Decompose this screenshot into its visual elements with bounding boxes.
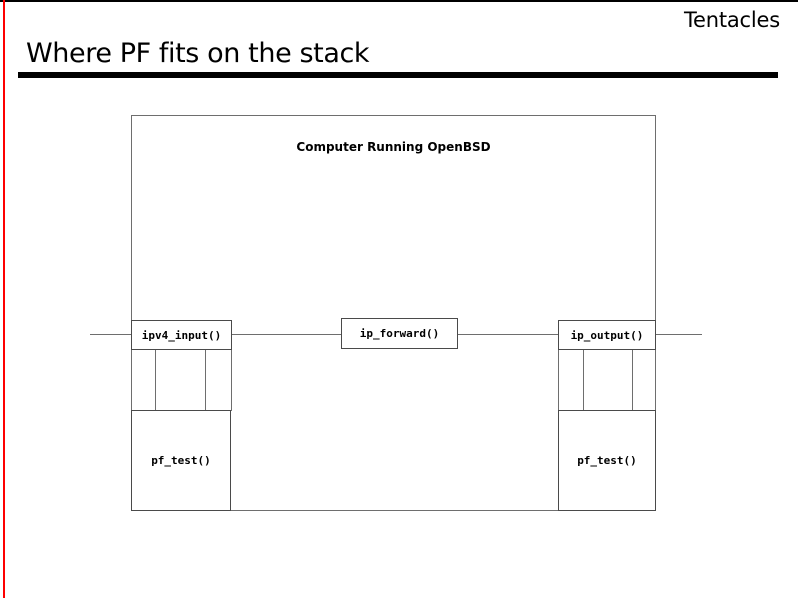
- left-accent-rule: [3, 0, 5, 598]
- connector-ipout-right-outer: [655, 349, 656, 411]
- title-underline-rule: [18, 72, 778, 78]
- connector-ipv4in-left-outer: [131, 349, 132, 411]
- connector-ipv4in-right-outer: [231, 349, 232, 411]
- node-pf-test-inbound: pf_test(): [131, 410, 231, 511]
- connector-ipv4in-right-inner: [205, 349, 206, 411]
- node-pf-test-outbound: pf_test(): [558, 410, 656, 511]
- connector-ipout-right-inner: [632, 349, 633, 411]
- node-ip-output: ip_output(): [558, 320, 656, 350]
- node-ip-forward: ip_forward(): [341, 318, 458, 349]
- connector-ipv4in-left-inner: [155, 349, 156, 411]
- deck-name: Tentacles: [683, 8, 780, 32]
- node-ipv4-input: ipv4_input(): [131, 320, 232, 350]
- host-container-label: Computer Running OpenBSD: [296, 140, 491, 154]
- top-border-rule: [0, 0, 798, 2]
- connector-ipout-left-inner: [583, 349, 584, 411]
- host-container-box: [131, 115, 656, 511]
- connector-ipout-left-outer: [558, 349, 559, 411]
- slide-title: Where PF fits on the stack: [26, 38, 370, 69]
